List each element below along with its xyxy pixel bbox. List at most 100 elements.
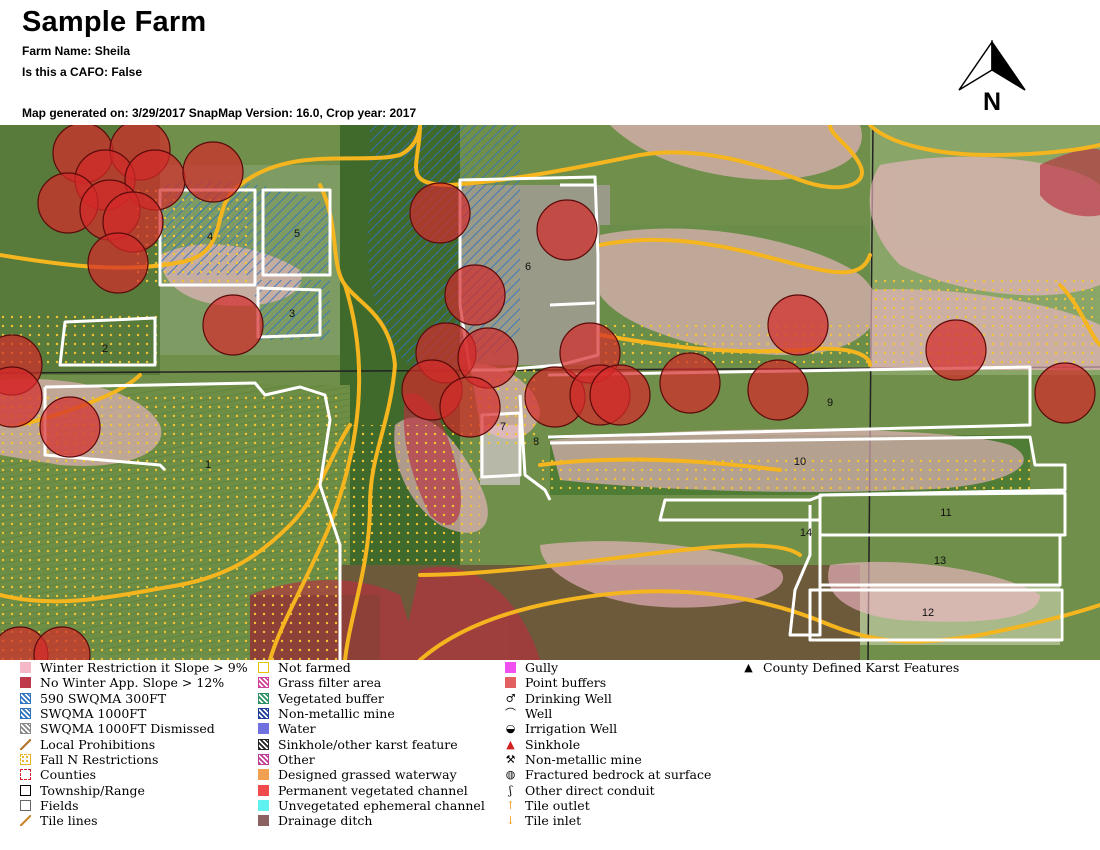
field-label-2: 2 [102, 343, 108, 355]
legend-label: Drinking Well [525, 690, 612, 706]
legend-item: Water [258, 721, 485, 736]
legend-label: Tile inlet [525, 813, 582, 829]
legend-swatch-icon [20, 753, 31, 765]
legend-symbol-icon: ⌒ [505, 707, 516, 721]
legend-item: Point buffers [505, 675, 711, 690]
field-labels: 1 2 3 4 5 6 7 8 9 10 11 12 13 14 [102, 228, 952, 619]
legend-swatch-icon [258, 738, 269, 750]
legend-column-4: ▲ County Defined Karst Features [743, 660, 959, 675]
legend-label: Not farmed [278, 660, 351, 676]
legend-swatch-icon [20, 769, 31, 781]
legend-label: Water [278, 721, 316, 737]
legend-symbol-icon: ▲ [506, 737, 515, 751]
legend-item: Non-metallic mine [258, 706, 485, 721]
field-label-11: 11 [940, 507, 951, 519]
legend-swatch-icon [20, 784, 31, 796]
legend-label: 590 SWQMA 300FT [40, 690, 167, 706]
legend-item: Vegetated buffer [258, 691, 485, 706]
legend-item: ↓ Tile inlet [505, 813, 711, 828]
legend-swatch-icon [258, 677, 269, 689]
field-label-1: 1 [205, 459, 211, 471]
fall-n-boundaries [0, 125, 1100, 660]
legend-label: County Defined Karst Features [763, 660, 960, 676]
legend-label: No Winter App. Slope > 12% [40, 675, 225, 691]
farm-map[interactable]: 1 2 3 4 5 6 7 8 9 10 11 12 13 14 [0, 125, 1100, 660]
legend-label: SWQMA 1000FT Dismissed [40, 721, 215, 737]
legend-label: Township/Range [40, 782, 145, 798]
legend-item: Counties [20, 767, 248, 782]
legend-swatch-icon [20, 815, 31, 827]
legend-label: Sinkhole/other karst feature [278, 736, 458, 752]
legend-item: SWQMA 1000FT Dismissed [20, 721, 248, 736]
legend-swatch-icon [258, 662, 269, 674]
legend-symbol-icon: ↑ [505, 798, 516, 812]
legend-swatch-icon [258, 692, 269, 704]
legend-swatch-icon [20, 799, 31, 811]
legend-swatch-icon [258, 753, 269, 765]
point-buffers [0, 125, 1096, 660]
legend-item: ♂Drinking Well [505, 691, 711, 706]
legend-item: ◒Irrigation Well [505, 721, 711, 736]
legend-symbol-icon: ↓ [505, 814, 516, 828]
legend-label: Other [278, 751, 315, 767]
legend-label: Fractured bedrock at surface [525, 767, 712, 783]
field-label-13: 13 [934, 555, 946, 567]
legend-item: Winter Restriction it Slope > 9% [20, 660, 248, 675]
legend-item: Not farmed [258, 660, 485, 675]
legend-item: No Winter App. Slope > 12% [20, 675, 248, 690]
field-label-10: 10 [794, 456, 806, 468]
legend-swatch-icon [20, 692, 31, 704]
legend-item: ▲ Sinkhole [505, 736, 711, 752]
legend-item: ⚒Non-metallic mine [505, 752, 711, 767]
cafo-status: Is this a CAFO: False [22, 65, 143, 79]
compass-label: N [983, 88, 1001, 115]
legend-column-1: Winter Restriction it Slope > 9%No Winte… [20, 660, 248, 828]
legend-label: Non-metallic mine [525, 751, 642, 767]
legend-item: Gully [505, 660, 711, 675]
page-title: Sample Farm [22, 6, 207, 38]
legend-label: SWQMA 1000FT [40, 706, 147, 722]
legend-label: Sinkhole [525, 736, 581, 752]
legend-swatch-icon [258, 769, 269, 781]
north-arrow-icon: N [955, 39, 1030, 116]
farm-name: Farm Name: Sheila [22, 44, 131, 58]
legend-swatch-icon [258, 723, 269, 735]
map-legend: Winter Restriction it Slope > 9%No Winte… [0, 660, 1100, 850]
legend-label: Designed grassed waterway [278, 767, 457, 783]
legend-symbol-icon: ▲ [744, 661, 753, 675]
legend-item: Local Prohibitions [20, 736, 248, 752]
legend-item: Unvegetated ephemeral channel [258, 798, 485, 813]
legend-swatch-icon [258, 784, 269, 796]
legend-label: Irrigation Well [525, 721, 618, 737]
legend-label: Fall N Restrictions [40, 751, 159, 767]
legend-swatch-icon [20, 708, 31, 720]
legend-item: SWQMA 1000FT [20, 706, 248, 721]
legend-item: ◍Fractured bedrock at surface [505, 767, 712, 783]
legend-swatch-icon [258, 708, 269, 720]
legend-item: Tile lines [20, 813, 248, 828]
legend-item: 590 SWQMA 300FT [20, 691, 248, 706]
field-label-6: 6 [525, 261, 531, 273]
legend-item: ⌒ Well [505, 706, 711, 721]
legend-label: Unvegetated ephemeral channel [278, 797, 485, 813]
field-boundaries [43, 175, 1067, 660]
field-label-12: 12 [922, 607, 934, 619]
legend-label: Well [525, 706, 553, 722]
legend-item: Grass filter area [258, 675, 485, 690]
legend-item: Other [258, 752, 485, 767]
legend-label: Vegetated buffer [278, 690, 384, 706]
legend-label: Fields [40, 797, 79, 813]
legend-item: Township/Range [20, 782, 248, 798]
legend-item: Designed grassed waterway [258, 767, 485, 782]
legend-label: Grass filter area [278, 675, 382, 691]
legend-symbol-icon: ʃ [509, 783, 512, 797]
legend-label: Drainage ditch [278, 813, 373, 829]
legend-item: Drainage ditch [258, 813, 485, 828]
legend-swatch-icon [258, 799, 269, 811]
field-label-14: 14 [800, 527, 812, 539]
legend-swatch-icon [258, 815, 269, 827]
legend-item: Fall N Restrictions [20, 752, 248, 767]
